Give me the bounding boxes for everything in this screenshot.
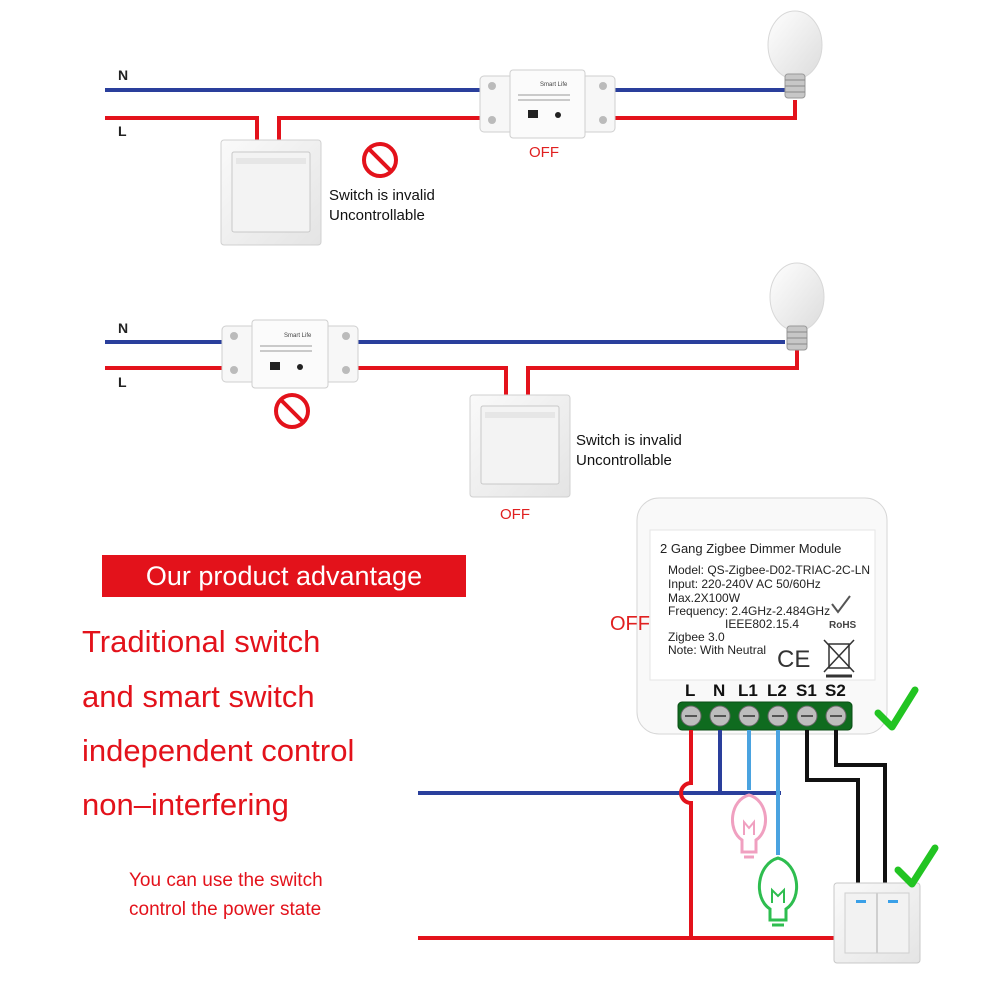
light-bulb [769,262,825,351]
diagram-3 [418,497,939,964]
status-off: OFF [529,144,559,161]
live-wire [526,350,799,395]
terminal-block [677,701,853,731]
module-ieee: IEEE802.15.4 [725,617,800,631]
advantage-sub-2: control the power state [129,899,322,920]
live-wire [277,116,480,140]
module-input: Input: 220-240V AC 50/60Hz [668,577,821,591]
green-bulb-icon [757,856,799,927]
neutral-label: N [118,67,129,83]
check-icon [874,686,919,731]
terminal-label-s1: S1 [796,681,817,700]
neutral-label: N [118,320,129,336]
check-icon [894,844,939,888]
advantage-line-1: Traditional switch [82,624,321,659]
terminal-label-l1: L1 [738,681,758,700]
prohibited-icon [274,393,310,429]
advantage-line-2: and smart switch [82,679,315,714]
module-frequency: Frequency: 2.4GHz-2.484GHz [668,604,831,618]
module-zigbee: Zigbee 3.0 [668,630,725,644]
module-model: Model: QS-Zigbee-D02-TRIAC-2C-LN [668,563,871,577]
wall-switch [220,139,322,246]
switch-wire-s2 [834,730,887,885]
weee-icon [823,639,855,678]
module-title: 2 Gang Zigbee Dimmer Module [660,541,842,556]
live-wire [615,100,797,120]
rohs-label: RoHS [829,620,857,631]
module-note: Note: With Neutral [668,643,767,657]
advantage-sub-1: You can use the switch [129,870,323,891]
module-brand: Smart Life [284,333,312,339]
diagram-2 [105,262,825,498]
smart-module [221,319,359,389]
terminal-screws [680,705,847,727]
live-wire [105,116,259,140]
double-wall-switch [833,882,921,964]
advantage-line-3: independent control [82,733,355,768]
advantage-line-4: non–interfering [82,787,289,822]
note-invalid: Switch is invalid [329,187,435,204]
note-invalid: Switch is invalid [576,432,682,449]
terminal-label-l2: L2 [767,681,787,700]
smart-module [479,69,616,139]
wall-switch [469,394,571,498]
terminal-label-l: L [685,681,696,700]
diagram-1 [105,10,823,246]
light-bulb [767,10,823,99]
live-wire [679,730,693,938]
module-brand: Smart Life [540,82,568,88]
terminal-label-n: N [713,681,726,700]
ce-mark: CE [777,646,811,673]
switch-wire-s1 [805,730,860,885]
terminal-label-s2: S2 [825,681,846,700]
rohs-check-icon [831,595,851,614]
advantage-banner: Our product advantage [102,555,466,597]
pink-bulb-icon [730,793,768,859]
live-wire [358,366,508,395]
live-label: L [118,123,127,139]
live-label: L [118,374,127,390]
status-off: OFF [500,506,530,523]
note-uncontrollable: Uncontrollable [576,452,672,469]
module-max: Max.2X100W [668,591,741,605]
status-off: OFF [610,613,650,635]
note-uncontrollable: Uncontrollable [329,207,425,224]
prohibited-icon [362,142,398,178]
